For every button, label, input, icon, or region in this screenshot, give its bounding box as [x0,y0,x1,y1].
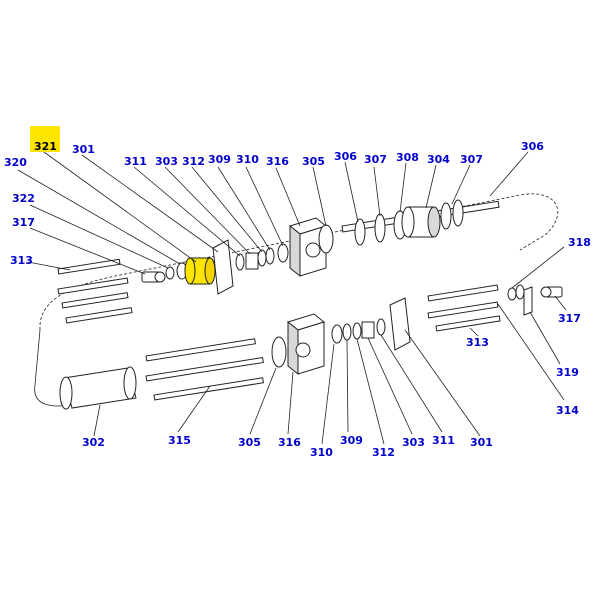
label-311-lower: 311 [432,434,455,447]
end-plate-301-lower [389,297,411,351]
label-318: 318 [568,236,591,249]
label-316-upper: 316 [266,155,289,168]
part-311-lower [376,318,386,336]
label-312-upper: 312 [182,155,205,168]
label-304: 304 [427,153,450,166]
label-303-lower: 303 [402,436,425,449]
label-316-lower: 316 [278,436,301,449]
fitting-317-right [540,286,563,298]
part-303-upper [245,252,259,270]
part-312-lower [352,322,362,340]
tie-rods-315 [145,338,264,401]
label-311-upper: 311 [124,155,147,168]
label-314: 314 [556,404,579,417]
label-320: 320 [4,156,27,169]
label-305-upper: 305 [302,155,325,168]
part-312-upper [257,249,267,267]
seal-307-mid [374,213,386,243]
part-310-upper [277,243,289,263]
bushing-321 [184,257,216,285]
end-plate-301-upper [212,239,234,295]
block-316-lower [286,313,326,376]
washer-318 [507,287,517,301]
leader-lines [17,151,567,445]
label-309-lower: 309 [340,434,363,447]
label-301-upper: 301 [72,143,95,156]
o-ring-305-lower [271,336,287,368]
o-ring-305-upper [318,224,334,254]
part-309-upper [265,247,275,265]
label-305-lower: 305 [238,436,261,449]
washer-322 [165,266,175,280]
label-317-upper: 317 [12,216,35,229]
washer-318b [515,284,525,300]
part-310-lower [331,324,343,344]
seal-307-far [452,199,464,227]
label-302: 302 [82,436,105,449]
fitting-317-upper [141,271,166,283]
seal-307-right [440,202,452,230]
label-306-upper: 306 [334,150,357,163]
label-310-upper: 310 [236,153,259,166]
part-303-lower [361,321,375,339]
label-315: 315 [168,434,191,447]
label-310-lower: 310 [310,446,333,459]
seal-307-left [354,218,366,246]
part-labels: 321 301 311 303 312 309 310 316 305 306 … [4,140,591,459]
rods-314 [427,284,501,332]
label-303-upper: 303 [155,155,178,168]
bracket-319 [523,286,533,316]
label-301-lower: 301 [470,436,493,449]
label-307-upper-b: 307 [460,153,483,166]
part-311-upper [235,253,245,271]
rods-313-upper [57,258,133,324]
label-313-upper: 313 [10,254,33,267]
highlight-box-321 [30,126,60,152]
label-319: 319 [556,366,579,379]
label-317-right: 317 [558,312,581,325]
assembly-outline [39,193,559,331]
label-306-upper-b: 306 [521,140,544,153]
part-309-lower [342,323,352,341]
label-321: 321 [34,140,57,153]
label-313-lower: 313 [466,336,489,349]
label-312-lower: 312 [372,446,395,459]
label-308: 308 [396,151,419,164]
label-307-upper-a: 307 [364,153,387,166]
label-322: 322 [12,192,35,205]
barrel-302 [59,366,137,410]
label-309-upper: 309 [208,153,231,166]
piston-304 [401,206,441,238]
block-316-upper [288,217,328,278]
